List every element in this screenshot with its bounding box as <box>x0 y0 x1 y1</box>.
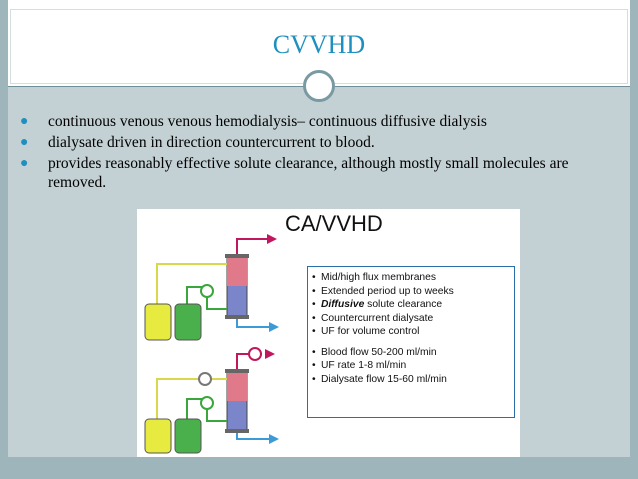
info-item-rest: solute clearance <box>364 299 443 310</box>
bag-icon <box>144 303 172 341</box>
filter-top <box>227 256 247 286</box>
filter-cap <box>225 369 249 373</box>
title-circle-icon <box>303 70 335 102</box>
filter-cap <box>225 429 249 433</box>
venous-line <box>236 431 269 440</box>
bullet-icon: ● <box>20 135 29 150</box>
bullet-list: ● continuous venous venous hemodialysis–… <box>18 112 618 194</box>
arrow-icon <box>265 349 275 359</box>
frame-right <box>630 0 638 479</box>
arrow-icon <box>269 434 279 444</box>
info-item: UF for volume control <box>312 325 510 339</box>
pump-icon <box>200 284 214 298</box>
slide-title: CVVHD <box>272 30 366 59</box>
dialysate-line <box>156 263 227 304</box>
cavvhd-figure: CA/VVHD Mid/high flux membranes Extended… <box>137 209 520 457</box>
bullet-text: dialysate driven in direction countercur… <box>48 134 375 151</box>
info-item: Countercurrent dialysate <box>312 312 510 326</box>
filter-cap <box>225 315 249 319</box>
bullet-item: ● provides reasonably effective solute c… <box>18 154 618 192</box>
pump-icon <box>248 347 262 361</box>
figure-title: CA/VVHD <box>285 211 383 236</box>
arterial-line <box>236 238 267 256</box>
info-item: Dialysate flow 15-60 ml/min <box>312 373 510 387</box>
info-item-emphasis: Diffusive <box>321 299 365 310</box>
circuit-diagram <box>144 234 279 454</box>
bullet-text: continuous venous venous hemodialysis– c… <box>48 113 487 130</box>
frame-bottom <box>0 457 638 479</box>
arrow-icon <box>267 234 277 244</box>
bag-icon <box>174 303 202 341</box>
filter-top <box>227 371 247 401</box>
info-item: Extended period up to weeks <box>312 285 510 299</box>
info-item: UF rate 1-8 ml/min <box>312 359 510 373</box>
bag-icon <box>144 418 172 454</box>
frame-left <box>0 0 8 479</box>
filter-cap <box>225 254 249 258</box>
pump-icon <box>200 396 214 410</box>
lower-circuit <box>144 347 279 454</box>
info-item: Diffusive solute clearance <box>312 298 510 312</box>
info-box: Mid/high flux membranes Extended period … <box>307 266 515 418</box>
bullet-text: provides reasonably effective solute cle… <box>48 155 569 191</box>
info-item: Blood flow 50-200 ml/min <box>312 346 510 360</box>
info-item: Mid/high flux membranes <box>312 271 510 285</box>
bullet-icon: ● <box>20 156 29 171</box>
pump-icon <box>198 372 212 386</box>
bullet-icon: ● <box>20 114 29 129</box>
spacer <box>312 339 510 346</box>
upper-circuit <box>144 234 279 341</box>
bullet-item: ● dialysate driven in direction counterc… <box>18 133 618 152</box>
bullet-item: ● continuous venous venous hemodialysis–… <box>18 112 618 131</box>
venous-line <box>236 317 269 328</box>
arrow-icon <box>269 322 279 332</box>
bag-icon <box>174 418 202 454</box>
